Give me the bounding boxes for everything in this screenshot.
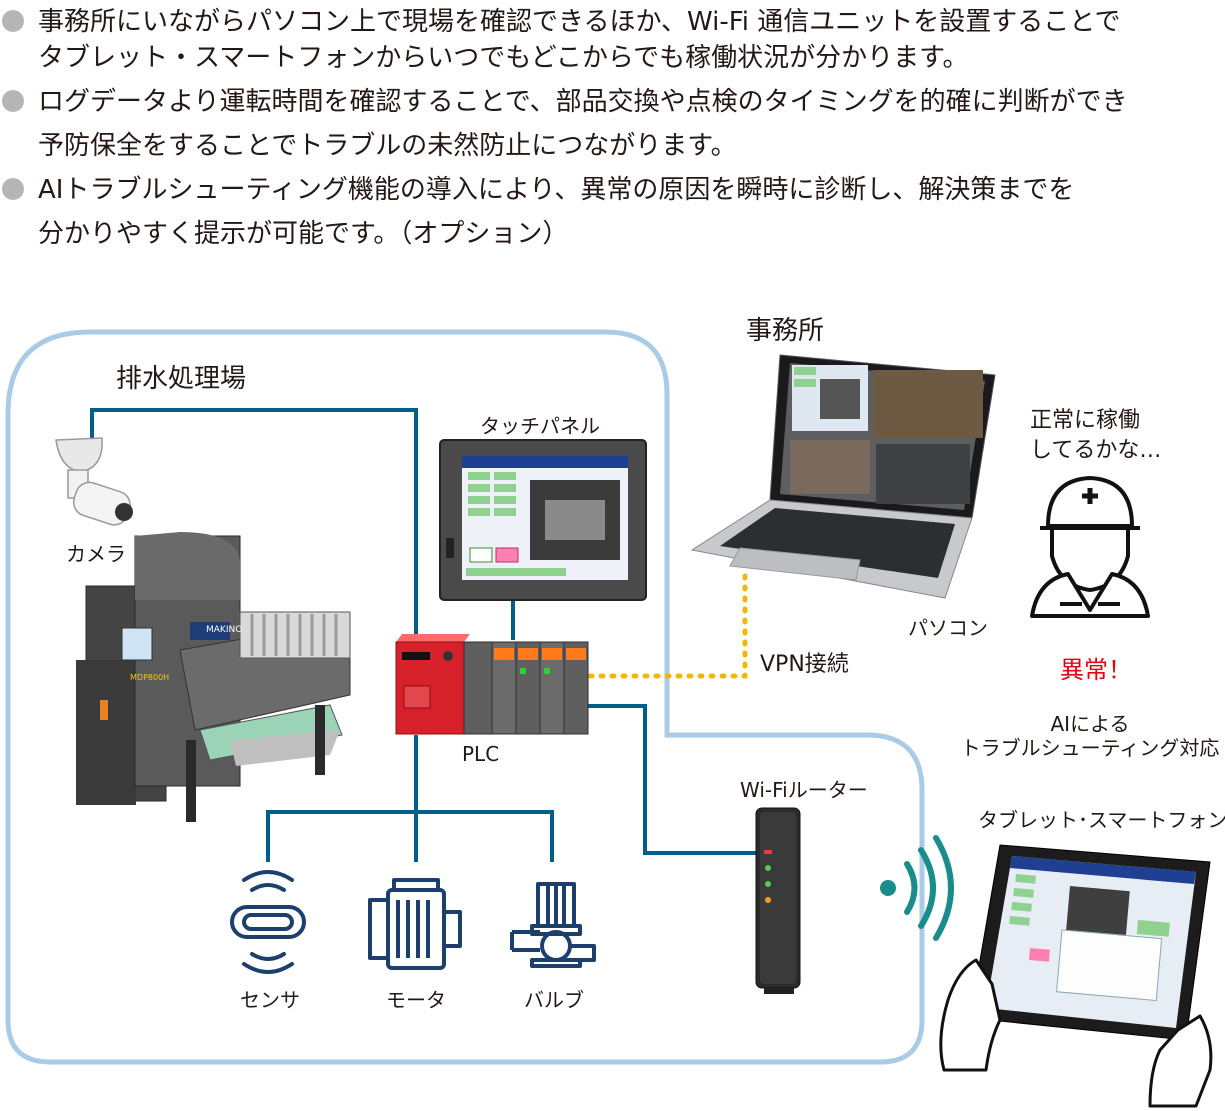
machine-brand-text: MAKINO <box>206 625 242 635</box>
vpn-connection-line <box>587 572 748 679</box>
motor-icon <box>368 878 462 970</box>
tablet-label: タブレット･スマートフォン <box>978 808 1225 832</box>
bullet-dot-icon <box>2 178 24 200</box>
plc-image <box>395 634 589 735</box>
wifi-signal-icon <box>880 835 954 941</box>
valve-icon <box>510 882 596 968</box>
worker-thought-line1: 正常に稼働 <box>1030 408 1141 433</box>
bullet-line: 予防保全をすることでトラブルの未然防止につながります。 <box>38 131 737 161</box>
ai-label-line1: AIによる <box>1050 712 1130 736</box>
worker-icon <box>1030 476 1150 618</box>
plc-label: PLC <box>462 742 500 766</box>
office-label: 事務所 <box>746 316 825 346</box>
bullet-line: 分かりやすく提示が可能です。（オプション） <box>38 219 569 249</box>
bullet-dot-icon <box>2 90 24 112</box>
alert-label: 異常！ <box>1060 656 1132 684</box>
valve-label: バルブ <box>524 988 584 1012</box>
bullet-line: AIトラブルシューティング機能の導入により、異常の原因を瞬時に診断し、解決策まで… <box>38 175 1075 205</box>
site-label: 排水処理場 <box>116 364 247 394</box>
tablet-image <box>969 844 1211 1041</box>
bullet-line: ログデータより運転時間を確認することで、部品交換や点検のタイミングを的確に判断が… <box>38 87 1128 117</box>
vpn-label: VPN接続 <box>760 652 849 677</box>
touch-panel-label: タッチパネル <box>480 414 600 438</box>
touch-panel-image <box>439 439 647 601</box>
bullet-dot-icon <box>2 10 24 32</box>
pc-label: パソコン <box>908 616 988 640</box>
worker-thought-line2: してるかな… <box>1030 438 1162 463</box>
wifi-router-label: Wi-Fiルーター <box>740 778 868 802</box>
sensor-label: センサ <box>240 988 300 1012</box>
bullet-line: タブレット・スマートフォンからいつでもどこからでも稼働状況が分かります。 <box>38 43 969 73</box>
screening-machine-image <box>76 532 351 822</box>
sensor-icon <box>230 870 306 974</box>
network-wiring <box>90 408 757 862</box>
hands-icon <box>939 958 1213 1108</box>
wifi-router-image <box>755 807 801 994</box>
motor-label: モータ <box>386 988 446 1012</box>
machine-model-text: MDP800H <box>130 673 169 682</box>
ai-label-line2: トラブルシューティング対応 <box>960 736 1220 760</box>
laptop-image <box>690 354 996 599</box>
camera-label: カメラ <box>66 542 126 566</box>
camera-icon <box>55 437 133 526</box>
site-boundary-frame <box>5 329 925 1065</box>
bullet-line: 事務所にいながらパソコン上で現場を確認できるほか、Wi-Fi 通信ユニットを設置… <box>38 7 1121 37</box>
